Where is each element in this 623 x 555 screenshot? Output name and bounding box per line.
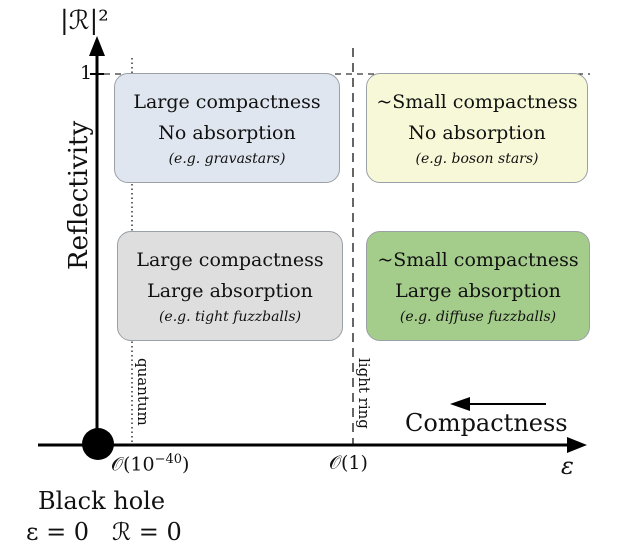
box-tight-fuzzballs: Large compactness Large absorption (e.g.… <box>117 231 343 341</box>
black-hole-label: Black hole <box>38 487 166 515</box>
quantum-label: quantum <box>134 358 152 426</box>
box-boson-stars: ~Small compactness No absorption (e.g. b… <box>366 73 588 183</box>
box-example: (e.g. tight fuzzballs) <box>158 309 302 325</box>
box-title: Large compactness <box>136 249 324 271</box>
x-tick-quantum-exponent: −40 <box>154 452 182 467</box>
x-axis-arrowhead <box>567 437 587 453</box>
compactness-label: Compactness <box>405 409 568 437</box>
box-subtitle: No absorption <box>158 122 296 144</box>
box-subtitle: Large absorption <box>147 280 313 302</box>
x-tick-quantum: 𝒪(10−40) <box>111 452 189 475</box>
reflectivity-label: Reflectivity <box>64 120 94 270</box>
box-example: (e.g. boson stars) <box>415 151 539 167</box>
x-tick-quantum-base: 𝒪(10 <box>111 453 155 476</box>
y-axis-arrowhead <box>89 36 105 56</box>
box-gravastars: Large compactness No absorption (e.g. gr… <box>114 73 340 183</box>
box-example: (e.g. gravastars) <box>168 151 286 167</box>
y-axis-label: |ℛ|² <box>60 6 109 36</box>
box-title: Large compactness <box>133 91 321 113</box>
black-hole-dot <box>82 428 114 460</box>
light-ring-label: light ring <box>355 358 373 429</box>
x-tick-quantum-close: ) <box>182 453 190 476</box>
y-tick-label: 1 <box>80 62 93 84</box>
black-hole-values: ε = 0 ℛ = 0 <box>26 518 182 546</box>
box-example: (e.g. diffuse fuzzballs) <box>399 309 557 325</box>
box-title: ~Small compactness <box>376 91 578 113</box>
x-axis-label: ε <box>561 452 574 480</box>
compactness-arrowhead <box>450 397 470 411</box>
box-diffuse-fuzzballs: ~Small compactness Large absorption (e.g… <box>366 231 590 341</box>
x-tick-light-ring: 𝒪(1) <box>329 452 368 474</box>
box-subtitle: Large absorption <box>395 280 561 302</box>
box-title: ~Small compactness <box>377 249 579 271</box>
box-subtitle: No absorption <box>408 122 546 144</box>
